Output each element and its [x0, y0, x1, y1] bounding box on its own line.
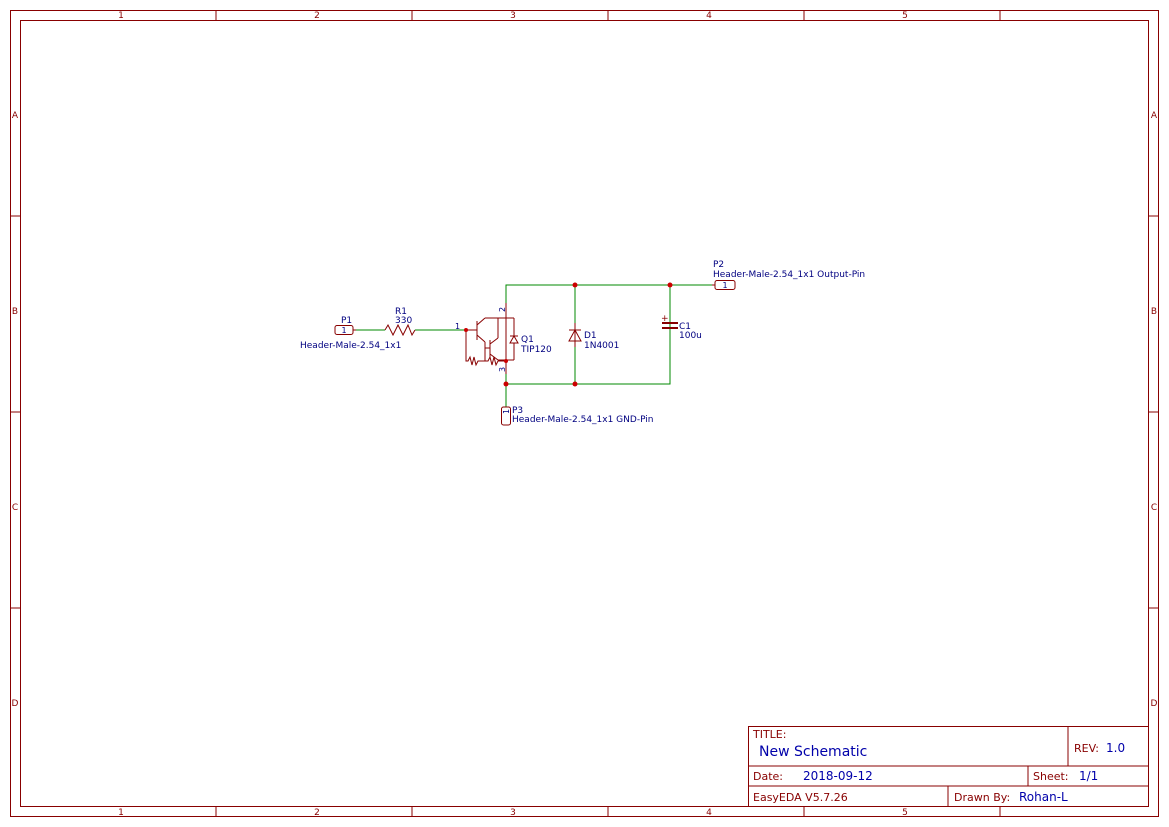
- p2-value: Header-Male-2.54_1x1 Output-Pin: [713, 270, 865, 280]
- junction-dot: [504, 359, 508, 363]
- junctions: [464, 282, 673, 387]
- p1-pin-number: 1: [341, 326, 346, 335]
- col-label-top: 5: [902, 11, 908, 21]
- connector-p1[interactable]: 1 P1 Header-Male-2.54_1x1: [300, 316, 401, 351]
- col-label-bottom: 3: [510, 808, 516, 818]
- title-block: TITLE: New Schematic REV: 1.0 Date: 2018…: [748, 726, 1149, 807]
- junction-dot: [572, 282, 578, 288]
- tool-version: EasyEDA V5.7.26: [753, 791, 848, 804]
- rev-value: 1.0: [1106, 741, 1125, 755]
- q1-pin-emitter: 3: [498, 367, 507, 372]
- row-label-right: D: [1151, 699, 1158, 709]
- rev-label: REV:: [1074, 742, 1099, 755]
- connector-p3[interactable]: 1 P3 Header-Male-2.54_1x1 GND-Pin: [501, 406, 654, 426]
- col-label-top: 3: [510, 11, 516, 21]
- p2-pin-number: 1: [722, 281, 727, 290]
- col-label-top: 4: [706, 11, 712, 21]
- col-label-bottom: 4: [706, 808, 712, 818]
- connector-p2[interactable]: 1 P2 Header-Male-2.54_1x1 Output-Pin: [712, 260, 865, 290]
- drawn-by-value: Rohan-L: [1019, 790, 1068, 804]
- q1-value: TIP120: [520, 345, 552, 355]
- d1-value: 1N4001: [584, 341, 619, 351]
- outer-border: [10, 10, 1159, 817]
- row-label-left: D: [12, 699, 19, 709]
- row-label-right: A: [1151, 111, 1158, 121]
- sheet-label: Sheet:: [1033, 770, 1069, 783]
- row-label-right: C: [1151, 503, 1157, 513]
- row-label-left: A: [12, 111, 19, 121]
- junction-dot: [572, 381, 578, 387]
- d1-ref: D1: [584, 331, 597, 341]
- title-value: New Schematic: [759, 744, 867, 760]
- sheet-frame: 1 2 3 4 5 1 2 3 4 5 A B C D A B C D: [10, 10, 1159, 818]
- p3-value: Header-Male-2.54_1x1 GND-Pin: [512, 415, 654, 425]
- transistor-q1[interactable]: 1 2 3 Q1 TIP120: [455, 303, 552, 374]
- col-label-bottom: 2: [314, 808, 320, 818]
- c1-value: 100u: [679, 331, 702, 341]
- row-label-right: B: [1151, 307, 1157, 317]
- c1-polarity: +: [661, 314, 669, 324]
- title-label: TITLE:: [752, 728, 786, 741]
- col-label-top: 1: [118, 11, 124, 21]
- q1-pin-collector: 2: [498, 307, 507, 312]
- junction-dot: [503, 381, 509, 387]
- resistor-r1[interactable]: R1 330: [384, 307, 416, 337]
- capacitor-c1[interactable]: + C1 100u: [661, 314, 702, 341]
- c1-ref: C1: [679, 322, 691, 332]
- row-label-left: B: [12, 307, 18, 317]
- date-label: Date:: [753, 770, 783, 783]
- r1-value: 330: [395, 316, 412, 326]
- col-label-top: 2: [314, 11, 320, 21]
- date-value: 2018-09-12: [803, 769, 873, 783]
- r1-ref: R1: [395, 307, 407, 317]
- p1-value: Header-Male-2.54_1x1: [300, 341, 401, 351]
- diode-d1[interactable]: D1 1N4001: [568, 323, 619, 351]
- junction-dot: [464, 328, 468, 332]
- sheet-value: 1/1: [1079, 769, 1098, 783]
- p1-ref: P1: [341, 316, 352, 326]
- col-label-bottom: 5: [902, 808, 908, 818]
- drawn-by-label: Drawn By:: [954, 791, 1010, 804]
- p3-ref: P3: [512, 406, 523, 416]
- junction-dot: [667, 282, 673, 288]
- q1-pin-base: 1: [455, 322, 460, 331]
- col-label-bottom: 1: [118, 808, 124, 818]
- inner-border: [20, 20, 1149, 807]
- p3-pin-number: 1: [502, 409, 511, 414]
- row-label-left: C: [12, 503, 18, 513]
- p2-ref: P2: [713, 260, 724, 270]
- q1-ref: Q1: [521, 335, 534, 345]
